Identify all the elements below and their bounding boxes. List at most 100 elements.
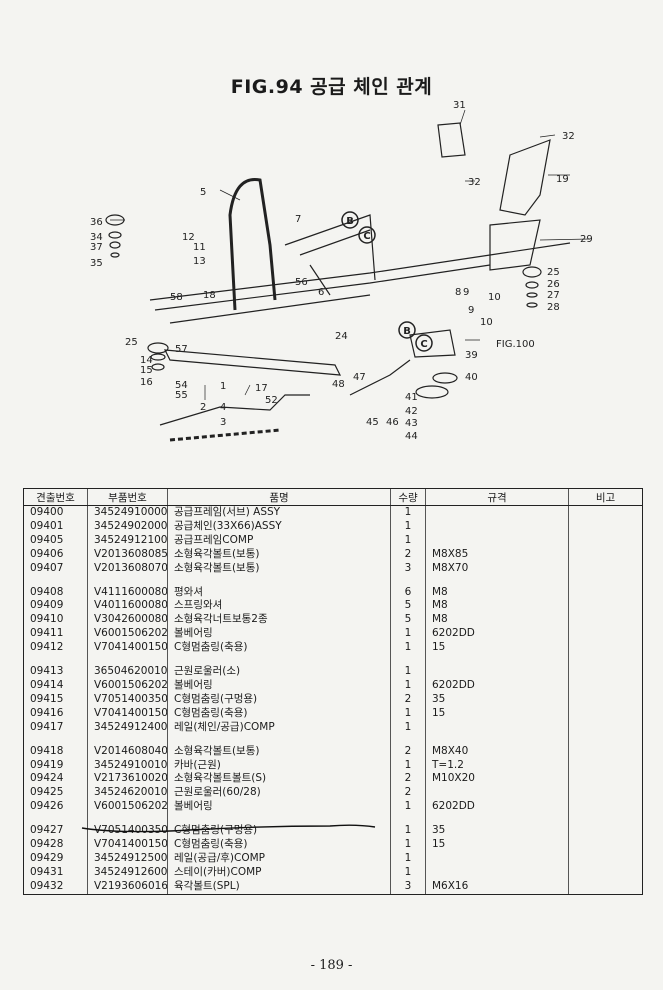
header-remarks: 비고 bbox=[568, 488, 643, 506]
spacer-cell bbox=[87, 575, 168, 586]
spacer-cell bbox=[87, 655, 168, 666]
cell-quantity: 1 bbox=[390, 519, 426, 534]
table-spacer-row bbox=[23, 655, 643, 666]
svg-text:5: 5 bbox=[200, 187, 206, 198]
cell-part-name: 볼베어링 bbox=[167, 800, 391, 815]
cell-remarks bbox=[568, 758, 643, 773]
cell-part-name: 소형육각볼트(보통) bbox=[167, 547, 391, 562]
cell-part-no: V3042600080 bbox=[87, 613, 168, 628]
cell-remarks bbox=[568, 533, 643, 548]
svg-text:56: 56 bbox=[295, 277, 308, 288]
cell-ref-no: 09424 bbox=[23, 772, 88, 787]
spacer-cell bbox=[23, 734, 88, 745]
svg-text:16: 16 bbox=[140, 377, 153, 388]
spacer-cell bbox=[568, 575, 643, 586]
cell-spec bbox=[425, 720, 569, 735]
cell-quantity: 1 bbox=[390, 758, 426, 773]
svg-text:4: 4 bbox=[220, 402, 226, 413]
spacer-cell bbox=[390, 575, 426, 586]
cell-quantity: 3 bbox=[390, 561, 426, 576]
cell-quantity: 3 bbox=[390, 879, 426, 895]
spacer-cell bbox=[167, 575, 391, 586]
cell-part-name: C형멈춤링(축용) bbox=[167, 641, 391, 656]
spacer-cell bbox=[568, 734, 643, 745]
cell-part-name: 소형육각볼트(보통) bbox=[167, 561, 391, 576]
svg-text:FIG.100: FIG.100 bbox=[496, 339, 535, 350]
svg-text:14: 14 bbox=[140, 355, 153, 366]
svg-text:32: 32 bbox=[562, 131, 575, 142]
svg-text:10: 10 bbox=[488, 292, 501, 303]
cell-part-name: 소형육각볼트(보통) bbox=[167, 744, 391, 759]
spacer-cell bbox=[390, 814, 426, 825]
cell-part-no: V7041400150 bbox=[87, 838, 168, 852]
svg-text:2: 2 bbox=[200, 402, 206, 413]
svg-text:7: 7 bbox=[295, 214, 301, 225]
pen-underline-mark bbox=[81, 824, 376, 833]
cell-quantity: 2 bbox=[390, 772, 426, 787]
cell-part-name: 소형육각볼트볼트(S) bbox=[167, 772, 391, 787]
cell-part-no: V7041400150 bbox=[87, 641, 168, 656]
cell-part-name: C형멈춤링(축용) bbox=[167, 706, 391, 721]
spacer-cell bbox=[23, 655, 88, 666]
svg-text:32: 32 bbox=[468, 177, 481, 188]
cell-remarks bbox=[568, 879, 643, 895]
cell-spec: 15 bbox=[425, 838, 569, 852]
cell-ref-no: 09419 bbox=[23, 758, 88, 773]
svg-text:C: C bbox=[363, 231, 370, 242]
cell-ref-no: 09400 bbox=[23, 505, 88, 520]
svg-text:15: 15 bbox=[140, 365, 153, 376]
cell-part-no: V7051400350 bbox=[87, 692, 168, 707]
svg-text:10: 10 bbox=[480, 317, 493, 328]
table-spacer-row bbox=[23, 814, 643, 825]
cell-quantity: 1 bbox=[390, 505, 426, 520]
cell-ref-no: 09429 bbox=[23, 851, 88, 866]
spacer-cell bbox=[425, 734, 569, 745]
cell-part-name: 공급프레임COMP bbox=[167, 533, 391, 548]
svg-text:37: 37 bbox=[90, 242, 103, 253]
spacer-cell bbox=[87, 734, 168, 745]
cell-part-no: V4011600080 bbox=[87, 599, 168, 614]
cell-remarks bbox=[568, 692, 643, 707]
cell-part-name: 스프링와셔 bbox=[167, 599, 391, 614]
cell-part-no: V2013608085 bbox=[87, 547, 168, 562]
cell-remarks bbox=[568, 678, 643, 693]
cell-part-name: 스테이(카버)COMP bbox=[167, 865, 391, 880]
spacer-cell bbox=[390, 655, 426, 666]
svg-text:44: 44 bbox=[405, 431, 418, 442]
cell-remarks bbox=[568, 706, 643, 721]
svg-text:24: 24 bbox=[335, 331, 348, 342]
svg-text:B: B bbox=[403, 326, 411, 337]
cell-spec bbox=[425, 786, 569, 801]
cell-quantity: 2 bbox=[390, 744, 426, 759]
cell-quantity: 1 bbox=[390, 706, 426, 721]
cell-quantity: 1 bbox=[390, 665, 426, 679]
cell-part-no: V2013608070 bbox=[87, 561, 168, 576]
cell-part-name: 볼베어링 bbox=[167, 678, 391, 693]
cell-spec: M8 bbox=[425, 599, 569, 614]
cell-part-no: 34524912600 bbox=[87, 865, 168, 880]
cell-part-no: 34524912100 bbox=[87, 533, 168, 548]
cell-remarks bbox=[568, 720, 643, 735]
svg-text:43: 43 bbox=[405, 418, 418, 429]
cell-part-name: 평와셔 bbox=[167, 585, 391, 600]
cell-spec: 6202DD bbox=[425, 627, 569, 642]
svg-text:17: 17 bbox=[255, 383, 268, 394]
cell-spec bbox=[425, 533, 569, 548]
header-ref-no: 견출번호 bbox=[23, 488, 88, 506]
cell-remarks bbox=[568, 547, 643, 562]
cell-part-name: 카바(근원) bbox=[167, 758, 391, 773]
cell-part-no: V7041400150 bbox=[87, 706, 168, 721]
cell-remarks bbox=[568, 786, 643, 801]
